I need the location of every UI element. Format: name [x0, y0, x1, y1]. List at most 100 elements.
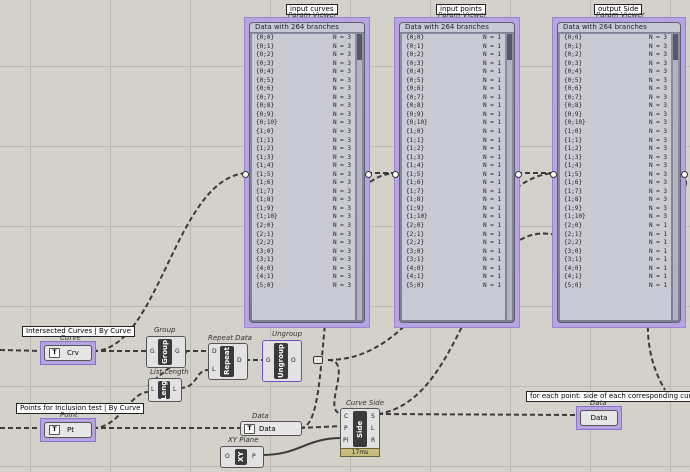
curve-param-label: Crv	[67, 349, 79, 357]
curve-param-group[interactable]: T Crv	[40, 341, 96, 365]
branch-count: N = 3	[332, 153, 351, 161]
ungroup-output-expander[interactable]	[313, 356, 323, 364]
curve-param[interactable]: T Crv	[44, 345, 92, 361]
viewer-header: Data with 264 branches	[250, 23, 364, 33]
xy-plane-component[interactable]: O XY P	[220, 446, 264, 468]
viewer-input-port[interactable]	[242, 171, 249, 178]
branch-row: {0;0}N = 1	[402, 34, 505, 43]
branch-count: N = 1	[482, 68, 501, 76]
viewer-scrollbar[interactable]	[673, 34, 678, 320]
viewer-scrollbar[interactable]	[507, 34, 512, 320]
viewer-input-port[interactable]	[550, 171, 557, 178]
curve-param-tag: Intersected Curves | By Curve	[22, 326, 135, 337]
data-out-caption: Data	[590, 399, 607, 407]
xy-output-p: P	[252, 453, 256, 460]
branch-row: {4;0}N = 1	[402, 265, 505, 274]
branch-path: {0;5}	[406, 76, 425, 84]
branch-path: {0;8}	[256, 102, 275, 110]
branch-row: {0;9} N = 3	[252, 111, 355, 120]
data-mid-param[interactable]: T Data	[240, 421, 302, 436]
branch-count: N = 1	[482, 119, 501, 127]
branch-row: {1;2}N = 3	[560, 145, 671, 154]
branch-count: N = 3	[332, 256, 351, 264]
branch-count: N = 3	[332, 136, 351, 144]
branch-row: {1;1}N = 3	[560, 137, 671, 146]
branch-count: N = 3	[332, 110, 351, 118]
branch-count: N = 3	[648, 34, 667, 41]
data-out-param[interactable]: Data	[580, 410, 618, 426]
branch-row: {4;0}N = 3	[252, 265, 355, 274]
branch-row: {1;9}N = 3	[252, 205, 355, 214]
branch-row: {1;10}N = 1	[402, 213, 505, 222]
viewer-output-port[interactable]	[515, 171, 522, 178]
branch-count: N = 3	[332, 222, 351, 230]
branch-path: {3;0}	[564, 247, 583, 255]
wire-leng-to-repeat	[179, 369, 209, 389]
branch-row: {0;0}N = 3	[560, 34, 671, 43]
viewer-panel[interactable]: Data with 264 branches {0;0}N = 3{0;1}N …	[249, 22, 365, 323]
scroll-thumb[interactable]	[673, 34, 678, 60]
branch-count: N = 1	[482, 247, 501, 255]
branch-count: N = 3	[332, 128, 351, 136]
param-viewer-input-curves[interactable]: Data with 264 branches {0;0}N = 3{0;1}N …	[242, 17, 372, 328]
tree-badge: T	[244, 424, 255, 434]
branch-row: {1;7}N = 3	[252, 188, 355, 197]
branch-row: {0;5}N = 3	[252, 77, 355, 86]
viewer-output-port[interactable]	[365, 171, 372, 178]
branch-row: {1;9}N = 1	[402, 205, 505, 214]
branch-count: N = 3	[332, 85, 351, 93]
curve-side-component[interactable]: C P Pl Side S L R	[340, 408, 380, 450]
branch-row: {1;4}N = 3	[252, 162, 355, 171]
viewer-panel[interactable]: Data with 264 branches {0;0}N = 1{0;1}N …	[399, 22, 515, 323]
branch-path: {0;3}	[406, 59, 425, 67]
branch-row: {0;1}N = 1	[402, 43, 505, 52]
scroll-thumb[interactable]	[357, 34, 362, 60]
branch-count: N = 1	[648, 264, 667, 272]
branch-count: N = 3	[648, 153, 667, 161]
branch-row: {1;8}N = 1	[402, 196, 505, 205]
branch-path: {5;0}	[564, 281, 583, 289]
branch-row: {5;0}N = 1	[402, 282, 505, 291]
wire-left-in-curve	[0, 349, 45, 352]
viewer-scrollbar[interactable]	[357, 34, 362, 320]
param-viewer-input-points[interactable]: Data with 264 branches {0;0}N = 1{0;1}N …	[392, 17, 522, 328]
repeat-data-component[interactable]: D L Repeat D	[208, 343, 248, 380]
branch-row: {0;6}N = 3	[560, 85, 671, 94]
point-param[interactable]: T Pt	[44, 422, 92, 438]
group-component[interactable]: G Group G	[146, 336, 186, 368]
branch-path: {0;3}	[564, 59, 583, 67]
branch-path: {1;3}	[406, 153, 425, 161]
branch-count: N = 3	[648, 145, 667, 153]
branch-path: {0;9}	[256, 110, 275, 118]
branch-row: {1;7}N = 3	[560, 188, 671, 197]
data-out-group[interactable]: Data	[576, 406, 622, 430]
branch-count: N = 1	[482, 110, 501, 118]
branch-count: N = 1	[482, 85, 501, 93]
branch-path: {0;9}	[406, 110, 425, 118]
scroll-thumb[interactable]	[507, 34, 512, 60]
branch-count: N = 3	[332, 213, 351, 221]
branch-path: {2;0}	[406, 222, 425, 230]
branch-row: {0;8}N = 1	[402, 102, 505, 111]
param-viewer-output-side[interactable]: Data with 264 branches {0;0}N = 3{0;1}N …	[550, 17, 688, 328]
viewer-input-port[interactable]	[392, 171, 399, 178]
branch-count: N = 1	[482, 264, 501, 272]
list-length-component[interactable]: L Leng L	[148, 378, 182, 402]
branch-count: N = 3	[332, 273, 351, 281]
viewer-tag-output-side: output Side	[594, 4, 643, 15]
branch-path: {2;1}	[406, 230, 425, 238]
ungroup-component[interactable]: G Ungroup O	[262, 340, 302, 382]
branch-count: N = 1	[482, 51, 501, 59]
branch-row: {1;4}N = 3	[560, 162, 671, 171]
branch-row: {2;0}N = 3	[252, 222, 355, 231]
branch-count: N = 3	[648, 204, 667, 212]
point-param-group[interactable]: T Pt	[40, 418, 96, 442]
viewer-output-port[interactable]	[681, 171, 688, 178]
branch-count: N = 3	[332, 170, 351, 178]
branch-count: N = 1	[648, 273, 667, 281]
branch-count: N = 3	[332, 34, 351, 41]
viewer-panel[interactable]: Data with 264 branches {0;0}N = 3{0;1}N …	[557, 22, 681, 323]
branch-row: {4;1}N = 1	[402, 273, 505, 282]
ungroup-input-g: G	[266, 357, 271, 364]
